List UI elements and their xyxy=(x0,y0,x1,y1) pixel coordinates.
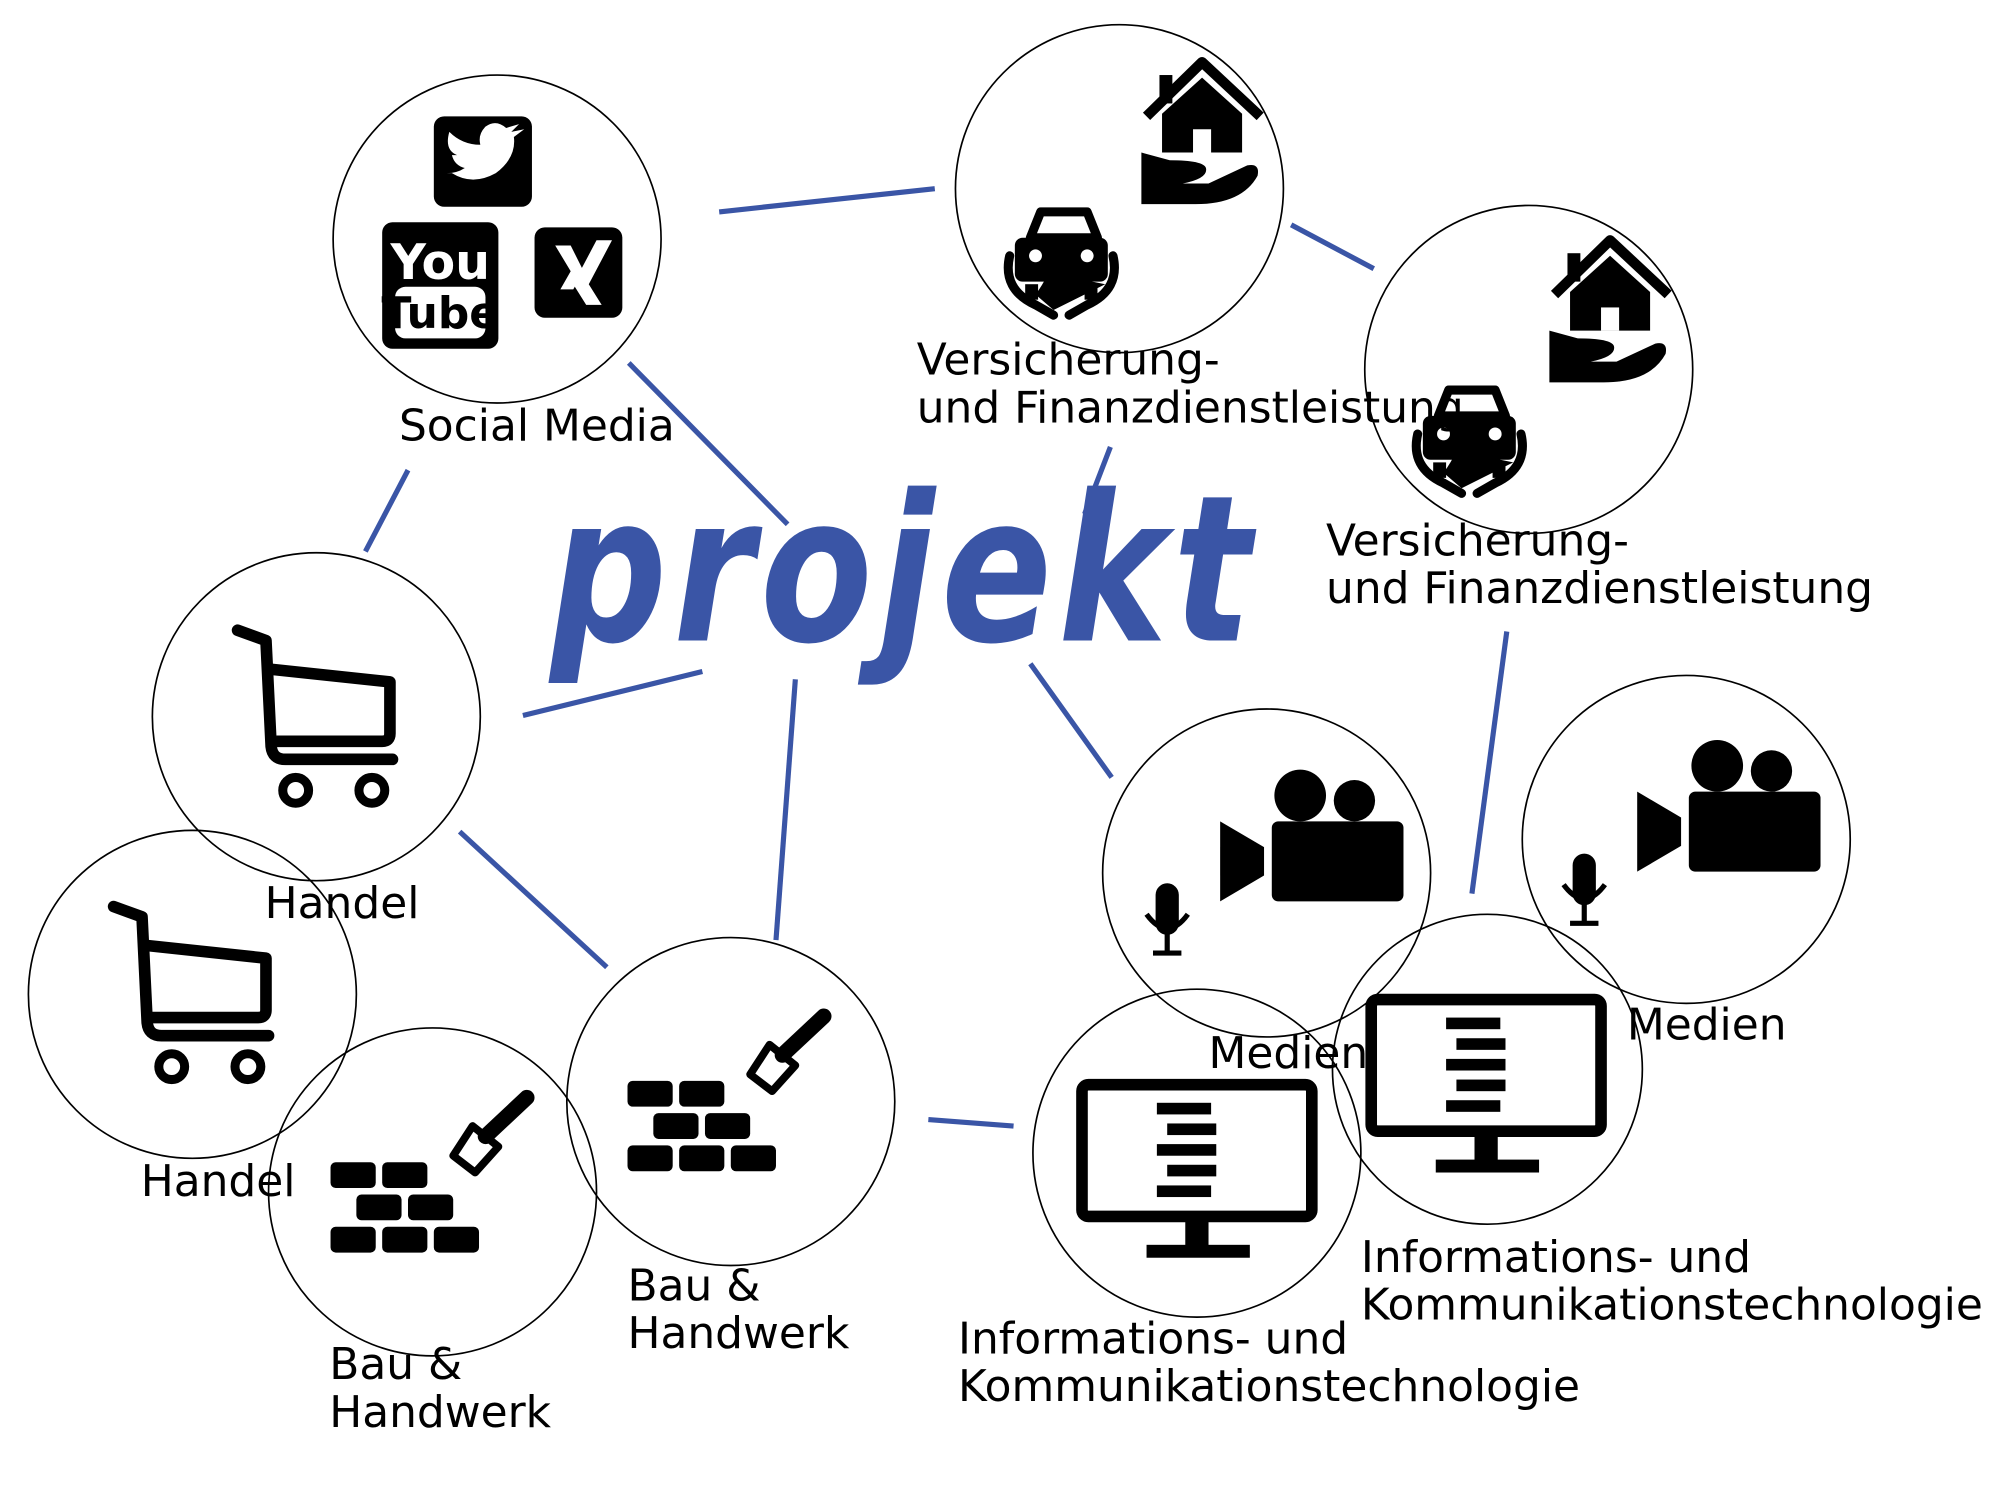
connector xyxy=(773,679,798,941)
circle-social-media xyxy=(332,74,662,404)
video-camera-icon xyxy=(1564,740,1821,923)
label-medien-1: Medien xyxy=(1209,1028,1369,1079)
circle-handel-2 xyxy=(27,829,358,1160)
label-ikt-1-line1: Informations- und xyxy=(958,1313,1348,1364)
label-versicherung-1-line2: und Finanzdienstleistung xyxy=(917,382,1464,433)
connector xyxy=(522,669,704,718)
circle-bau-1 xyxy=(267,1027,598,1357)
connector xyxy=(718,186,936,215)
label-ikt-2-line2: Kommunikationstechnologie xyxy=(1361,1280,1983,1331)
insurance-icon xyxy=(1008,62,1260,315)
connector xyxy=(1289,222,1376,271)
monitor-icon xyxy=(1371,1000,1601,1173)
connector xyxy=(1082,445,1113,515)
social-media-icons xyxy=(381,116,623,349)
circle-bau-2 xyxy=(565,936,896,1267)
label-bau-2-line1: Bau & xyxy=(628,1260,761,1311)
circle-ikt-1 xyxy=(1032,988,1362,1318)
center-logo: projekt xyxy=(548,453,1257,690)
connector xyxy=(1028,662,1114,779)
label-medien-2: Medien xyxy=(1627,1000,1787,1051)
label-versicherung-2-line1: Versicherung- xyxy=(1326,515,1629,566)
connector xyxy=(457,829,609,970)
shopping-cart-icon xyxy=(238,630,393,803)
circle-versicherung-2 xyxy=(1363,204,1694,535)
connector xyxy=(928,1117,1014,1129)
label-bau-1-line1: Bau & xyxy=(329,1339,462,1390)
circle-versicherung-1 xyxy=(954,23,1285,354)
connector xyxy=(626,361,790,527)
circle-medien-1 xyxy=(1101,708,1432,1038)
circle-ikt-2 xyxy=(1331,913,1644,1226)
connector xyxy=(1469,631,1510,894)
bricks-trowel-icon xyxy=(628,1016,824,1171)
bricks-trowel-icon xyxy=(331,1098,527,1253)
label-versicherung-1-line1: Versicherung- xyxy=(917,335,1220,386)
connector xyxy=(363,468,411,553)
label-social-media: Social Media xyxy=(399,400,675,451)
label-bau-2-line2: Handwerk xyxy=(628,1308,850,1359)
monitor-icon xyxy=(1082,1085,1312,1258)
circle-handel-1 xyxy=(151,551,482,882)
label-versicherung-2-line2: und Finanzdienstleistung xyxy=(1326,563,1873,614)
label-ikt-2-line1: Informations- und xyxy=(1361,1232,1751,1283)
insurance-icon xyxy=(1416,240,1668,493)
label-handel-1: Handel xyxy=(265,878,420,929)
label-bau-1-line2: Handwerk xyxy=(329,1387,551,1438)
connector-lines xyxy=(363,186,1510,1129)
shopping-cart-icon xyxy=(114,907,269,1080)
circle-medien-2 xyxy=(1521,674,1852,1005)
label-ikt-1-line2: Kommunikationstechnologie xyxy=(958,1361,1580,1412)
video-camera-icon xyxy=(1147,770,1404,953)
label-handel-2: Handel xyxy=(141,1156,296,1207)
node-circles xyxy=(27,23,1852,1357)
